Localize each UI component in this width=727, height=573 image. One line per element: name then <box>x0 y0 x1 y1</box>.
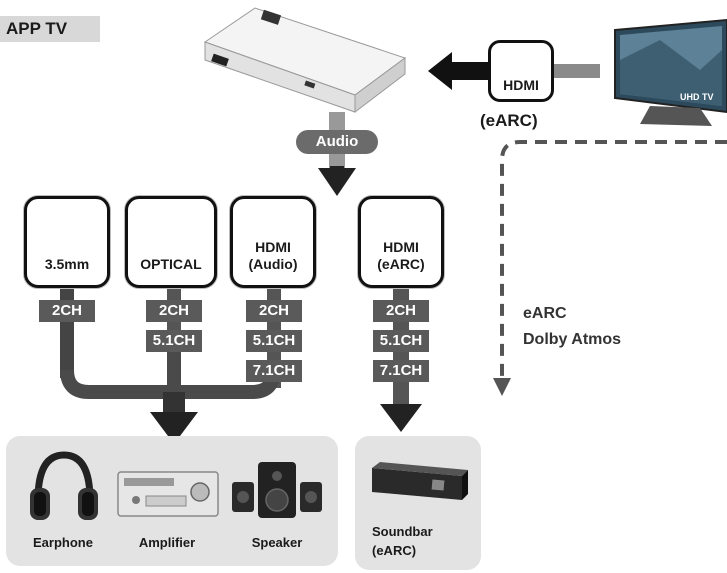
port-label-hdmi-earc: HDMI (eARC) <box>377 239 425 272</box>
soundbar-label-line2: (eARC) <box>372 543 417 558</box>
channel-badge: 2CH <box>39 300 95 322</box>
tv-image: UHD TV <box>614 18 727 126</box>
channel-badge: 7.1CH <box>373 360 429 382</box>
port-hdmi-earc: HDMI (eARC) <box>358 196 444 288</box>
audio-label: Audio <box>296 130 378 154</box>
port-optical: OPTICAL <box>125 196 217 288</box>
channel-badge: 5.1CH <box>246 330 302 352</box>
port-label-optical: OPTICAL <box>140 256 202 272</box>
earc-caption: (eARC) <box>480 111 538 130</box>
device-label-amplifier: Amplifier <box>138 535 196 550</box>
svg-text:UHD TV: UHD TV <box>680 92 714 102</box>
channel-badge: 2CH <box>373 300 429 322</box>
port-label-hdmi-audio: HDMI (Audio) <box>248 239 298 272</box>
earc-note-line2: Dolby Atmos <box>523 331 622 348</box>
audio-down-arrow <box>318 112 356 196</box>
soundbar-label-line1: Soundbar <box>372 524 433 539</box>
channel-badge: 5.1CH <box>373 330 429 352</box>
hdmi-source-port: HDMI <box>488 40 554 102</box>
channel-badge: 2CH <box>246 300 302 322</box>
port-35mm: 3.5mm <box>24 196 110 288</box>
device-label-speaker: Speaker <box>251 535 303 550</box>
device-label-soundbar: Soundbar (eARC) <box>372 522 433 560</box>
channel-badge: 2CH <box>146 300 202 322</box>
earc-dashed-path <box>493 140 727 396</box>
hdmi-source-label: HDMI <box>503 77 539 93</box>
earc-note-line1: eARC <box>523 305 567 322</box>
device-label-earphone: Earphone <box>33 535 93 550</box>
port-label-35mm: 3.5mm <box>44 256 90 272</box>
channel-badge: 5.1CH <box>146 330 202 352</box>
port-hdmi-audio: HDMI (Audio) <box>230 196 316 288</box>
page-title: APP TV <box>0 16 100 42</box>
extractor-device <box>203 7 407 114</box>
earc-note: eARC Dolby Atmos <box>523 301 621 353</box>
channel-badge: 7.1CH <box>246 360 302 382</box>
device-panel-soundbar <box>355 436 481 570</box>
